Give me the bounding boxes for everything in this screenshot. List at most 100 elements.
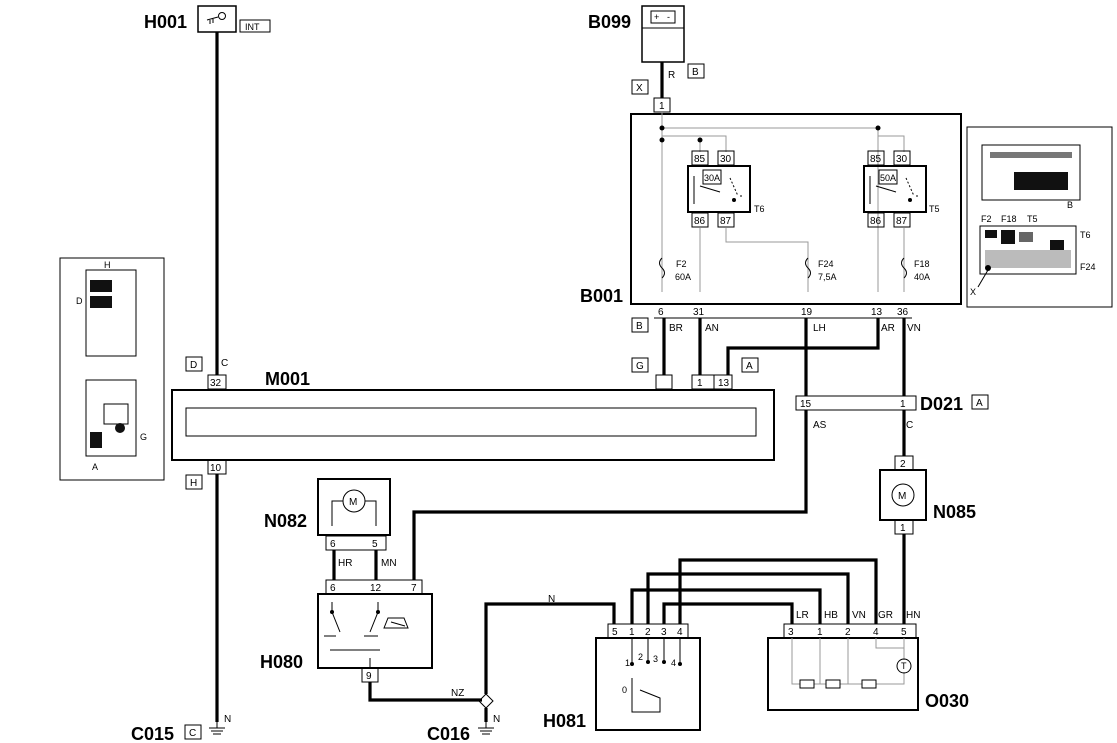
h080-pin-6: 6: [330, 583, 336, 594]
inset-b001-f24: F24: [1080, 262, 1096, 272]
b099-component: + - B099 R B: [588, 5, 705, 81]
b099-tag-b: B: [692, 67, 699, 78]
wire-code-n-h081: N: [548, 594, 555, 605]
n082-label: N082: [264, 511, 307, 531]
wire-code-c-d021: C: [906, 420, 913, 431]
m001-pin-32: 32: [210, 378, 222, 389]
wire-code-gr: GR: [878, 610, 893, 621]
d021-label: D021: [920, 394, 963, 414]
m001-pin-1: 1: [697, 378, 703, 389]
d021-connector: 15 1 D021 A AS C: [795, 394, 989, 431]
h080-switch: 6 12 7 H080 9: [260, 579, 433, 683]
o030-pin-5: 5: [901, 627, 907, 638]
inset-left-a: A: [92, 462, 98, 472]
svg-text:-: -: [667, 12, 670, 22]
wire-code-vn: VN: [907, 323, 921, 334]
b001-pin-in: 1: [659, 101, 665, 112]
b001-pin-out-6: 6: [658, 307, 664, 318]
c015-tag-c: C: [189, 728, 196, 739]
wire-code-an: AN: [705, 323, 719, 334]
relay-t5-pin-30: 30: [896, 154, 908, 165]
h080-pin-9: 9: [366, 671, 372, 682]
wire-code-c-h001: C: [221, 358, 228, 369]
h081-pin-4: 4: [677, 627, 683, 638]
c015-ground: C015 C: [131, 722, 225, 743]
b001-location-inset: B F2 F18 T5 T6 F24 X: [966, 126, 1113, 308]
c016-label: C016: [427, 724, 470, 743]
wire-code-n-c016: N: [493, 714, 500, 725]
harness-wires: [215, 32, 906, 722]
b001-pin-out-36: 36: [897, 307, 909, 318]
ignition-key-icon: [206, 12, 226, 24]
inset-left-d: D: [76, 296, 83, 306]
relay-t5-name: T5: [929, 204, 940, 214]
h080-pin-7: 7: [411, 583, 417, 594]
fuse-f24-name: F24: [818, 259, 834, 269]
n085-pin-1: 1: [900, 523, 906, 534]
car-window-icon: [383, 617, 409, 629]
wire-code-r: R: [668, 70, 675, 81]
m001-tag-g: G: [636, 361, 644, 372]
inset-b001-b: B: [1067, 200, 1073, 210]
d021-tag-a: A: [976, 398, 983, 409]
wire-code-hr: HR: [338, 558, 352, 569]
m001-component: M001 D C 32 10 H G 1 13 A: [171, 356, 775, 490]
h081-label: H081: [543, 711, 586, 731]
fuse-f24: F24 7,5A: [805, 257, 837, 282]
relay-t5-pin-86: 86: [870, 216, 882, 227]
fuse-f2-rating: 60A: [675, 272, 691, 282]
b001-label: B001: [580, 286, 623, 306]
inset-b001-x: X: [970, 287, 976, 297]
relay-t6: 85 30 30A 86 87 T6: [687, 150, 765, 228]
o030-pin-4: 4: [873, 627, 879, 638]
wire-code-lr: LR: [796, 610, 809, 621]
fuse-f24-rating: 7,5A: [818, 272, 837, 282]
inset-b001-f2: F2: [981, 214, 992, 224]
h081-pos-0: 0: [622, 685, 627, 695]
h081-pos-2: 2: [638, 652, 643, 662]
n085-motor: 2 M 1 N085: [879, 455, 976, 535]
d021-pin-15: 15: [800, 399, 812, 410]
o030-label: O030: [925, 691, 969, 711]
fuse-f2-name: F2: [676, 259, 687, 269]
m001-pin-13: 13: [718, 378, 730, 389]
relay-t6-pin-30: 30: [720, 154, 732, 165]
c015-label: C015: [131, 724, 174, 743]
wire-code-n-c015: N: [224, 714, 231, 725]
wire-code-hb: HB: [824, 610, 838, 621]
relay-t6-pin-86: 86: [694, 216, 706, 227]
m001-label: M001: [265, 369, 310, 389]
relay-t6-rating: 30A: [704, 173, 720, 183]
h081-pos-4: 4: [671, 658, 676, 668]
h080-pin-12: 12: [370, 583, 382, 594]
relay-t5-pin-87: 87: [896, 216, 908, 227]
h001-int-tag: INT: [245, 22, 260, 32]
n085-label: N085: [933, 502, 976, 522]
m001-location-inset: H D G A: [59, 257, 165, 481]
m001-tag-d: D: [190, 360, 197, 371]
fuse-f18-rating: 40A: [914, 272, 930, 282]
n085-pin-2: 2: [900, 459, 906, 470]
fuse-f18-name: F18: [914, 259, 930, 269]
wire-code-nz: NZ: [451, 688, 464, 699]
wire-code-br: BR: [669, 323, 683, 334]
relay-t5-rating: 50A: [880, 173, 896, 183]
h080-label: H080: [260, 652, 303, 672]
h081-pos-3: 3: [653, 654, 658, 664]
m001-tag-a: A: [746, 361, 753, 372]
motor-icon-n082: M: [349, 497, 357, 508]
n082-motor: M 6 5 N082 HR MN: [264, 478, 397, 569]
b001-fuse-box: X 1 B001 85 30 30A 86: [580, 79, 962, 334]
relay-t6-pin-85: 85: [694, 154, 706, 165]
h081-pin-1: 1: [629, 627, 635, 638]
b001-pin-out-13: 13: [871, 307, 883, 318]
h001-label: H001: [144, 12, 187, 32]
fuse-f18: F18 40A: [901, 257, 930, 282]
wire-code-mn: MN: [381, 558, 397, 569]
h081-pin-3: 3: [661, 627, 667, 638]
thermal-icon: T: [901, 661, 907, 671]
b001-tag-b: B: [636, 321, 643, 332]
c016-ground: C016: [427, 693, 494, 743]
svg-text:+: +: [654, 12, 659, 22]
d021-pin-1: 1: [900, 399, 906, 410]
